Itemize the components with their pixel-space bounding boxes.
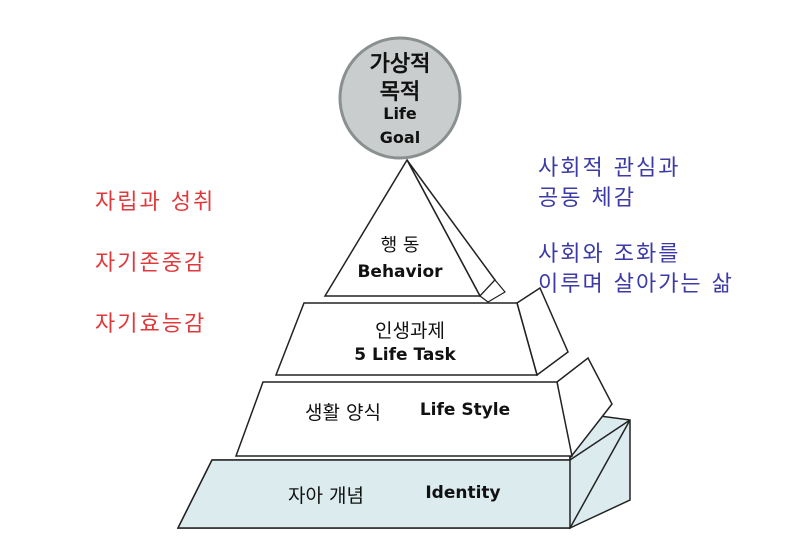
goal-label-ko-1: 가상적	[369, 52, 431, 77]
identity-front	[176, 459, 571, 529]
right-note-social-interest-1: 사회적 관심과	[538, 156, 681, 181]
right-note-harmony-2: 이루며 살아가는 삶	[538, 272, 734, 297]
left-note-self-esteem: 자기존중감	[95, 251, 207, 276]
goal-label-en-1: Life	[383, 104, 417, 123]
goal-label-en-2: Goal	[379, 128, 421, 147]
lifetask-label-ko: 인생과제	[375, 320, 445, 342]
goal-label-ko-2: 목적	[379, 80, 421, 105]
goal-circle	[338, 36, 462, 160]
identity-label-ko: 자아 개념	[288, 485, 364, 507]
behavior-label-en: Behavior	[357, 262, 443, 282]
identity-label-en: Identity	[425, 483, 501, 503]
right-note-social-interest-2: 공동 체감	[538, 186, 636, 211]
left-note-independence: 자립과 성취	[95, 190, 216, 215]
lifetask-front	[274, 302, 538, 376]
left-note-self-efficacy: 자기효능감	[95, 312, 207, 337]
lifestyle-label-ko: 생활 양식	[305, 402, 381, 424]
lifestyle-front	[234, 381, 573, 457]
behavior-label-ko: 행 동	[380, 235, 420, 256]
lifestyle-label-en: Life Style	[419, 400, 511, 420]
lifetask-label-en: 5 Life Task	[354, 345, 456, 365]
right-note-harmony-1: 사회와 조화를	[538, 242, 681, 267]
behavior-front	[323, 158, 482, 297]
behavior-ledge	[479, 279, 506, 303]
